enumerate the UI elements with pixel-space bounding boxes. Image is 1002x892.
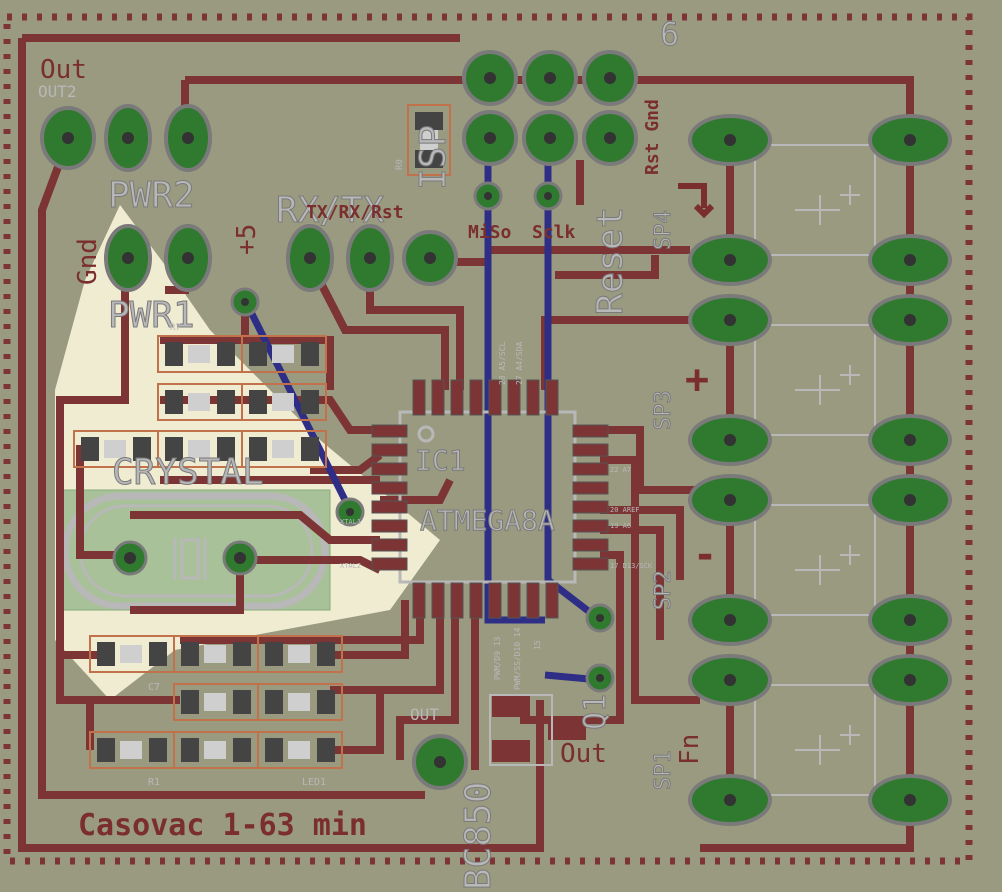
label-sp2: SP2 xyxy=(651,570,676,610)
label-r1: R1 xyxy=(148,777,160,788)
label-bc850: BC850 xyxy=(458,782,499,890)
label-pin28: 28 A5/SCL xyxy=(498,341,507,385)
board-title: Casovac 1-63 min xyxy=(78,808,367,843)
ic1-pin1-mark xyxy=(417,425,435,443)
label-fn: Fn xyxy=(675,734,705,765)
label-plus: + xyxy=(685,357,709,403)
label-sp3: SP3 xyxy=(651,390,676,430)
label-out: OUT xyxy=(410,705,439,724)
label-pin27: 27 A4/SDA xyxy=(515,341,524,385)
label-out-header: Out xyxy=(40,55,87,85)
label-xtal2: XTAL2 xyxy=(340,562,361,570)
label-pin17: 17 D13/SCK xyxy=(610,562,653,570)
label-reset: Reset xyxy=(590,207,631,315)
label-gnd: Gnd xyxy=(73,238,103,285)
label-txrxrst: TX/RX/Rst xyxy=(306,202,404,223)
label-led1: LED1 xyxy=(302,777,326,788)
label-pin22: 22 A7 xyxy=(610,466,631,474)
label-pwr1: PWR1 xyxy=(108,295,195,336)
label-out-transistor: Out xyxy=(560,739,607,769)
label-q1: Q1 xyxy=(578,694,613,730)
switch-silk xyxy=(754,144,876,796)
arrow-down-icon xyxy=(678,183,715,219)
label-pin20: 20 AREF xyxy=(610,506,640,514)
label-pin14: PWM/SS/D10 14 xyxy=(513,627,522,690)
label-header-num: 6 xyxy=(660,15,679,53)
label-ic-name: ATMEGA8A xyxy=(420,504,555,537)
smd-parts xyxy=(73,104,586,769)
label-sp1: SP1 xyxy=(651,750,676,790)
label-pin19: 19 A6 xyxy=(610,522,631,530)
label-pin13: PWM/D9 13 xyxy=(493,636,502,680)
tht-pads xyxy=(40,50,952,826)
label-sclk: Sclk xyxy=(532,222,576,243)
label-pwr2: PWR2 xyxy=(108,175,195,216)
board-outline xyxy=(3,13,973,865)
label-xtal1: XTAL1 xyxy=(340,518,361,526)
label-out2: OUT2 xyxy=(38,82,77,101)
label-minus: - xyxy=(693,532,717,578)
crystal-symbol xyxy=(173,538,207,580)
label-rst-gnd: Rst Gnd xyxy=(642,99,663,175)
label-pin15: 15 xyxy=(533,640,542,650)
label-crystal: CRYSTAL xyxy=(112,452,264,493)
label-sp4: SP4 xyxy=(651,210,676,250)
label-plus5: +5 xyxy=(232,224,262,255)
label-rxtx: RX/TX xyxy=(276,190,385,231)
label-r0: R0 xyxy=(395,159,405,170)
ic1-pads xyxy=(371,379,609,619)
bottom-copper xyxy=(241,140,603,684)
ic1-body xyxy=(398,410,577,584)
label-ic1: IC1 xyxy=(415,444,466,477)
label-c7: C7 xyxy=(148,682,160,693)
label-isp: ISP xyxy=(413,125,454,190)
label-miso: MiSo xyxy=(468,222,511,243)
label-r7: R7 xyxy=(170,323,181,333)
